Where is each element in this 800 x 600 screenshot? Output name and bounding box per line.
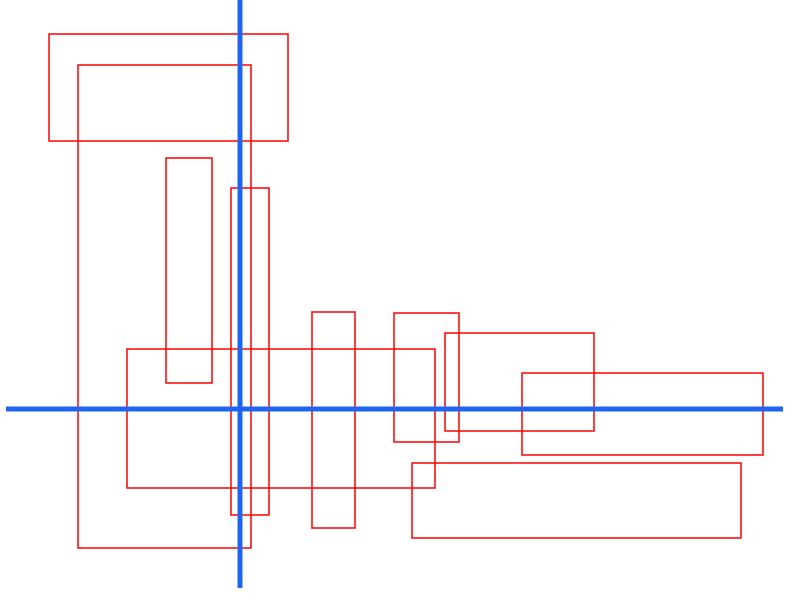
outline-rectangle-5 bbox=[126, 348, 436, 489]
outline-rectangle-10 bbox=[411, 462, 742, 539]
outline-rectangle-6 bbox=[311, 311, 356, 529]
outline-rectangle-1 bbox=[48, 33, 289, 142]
outline-rectangle-4 bbox=[230, 187, 270, 516]
outline-rectangle-8 bbox=[444, 332, 595, 432]
rectangle-group bbox=[48, 33, 764, 549]
outline-rectangle-3 bbox=[165, 157, 213, 384]
outline-rectangle-2 bbox=[77, 64, 252, 549]
outline-rectangle-9 bbox=[521, 372, 764, 456]
axis-group bbox=[6, 0, 783, 588]
outline-rectangle-7 bbox=[393, 312, 460, 443]
